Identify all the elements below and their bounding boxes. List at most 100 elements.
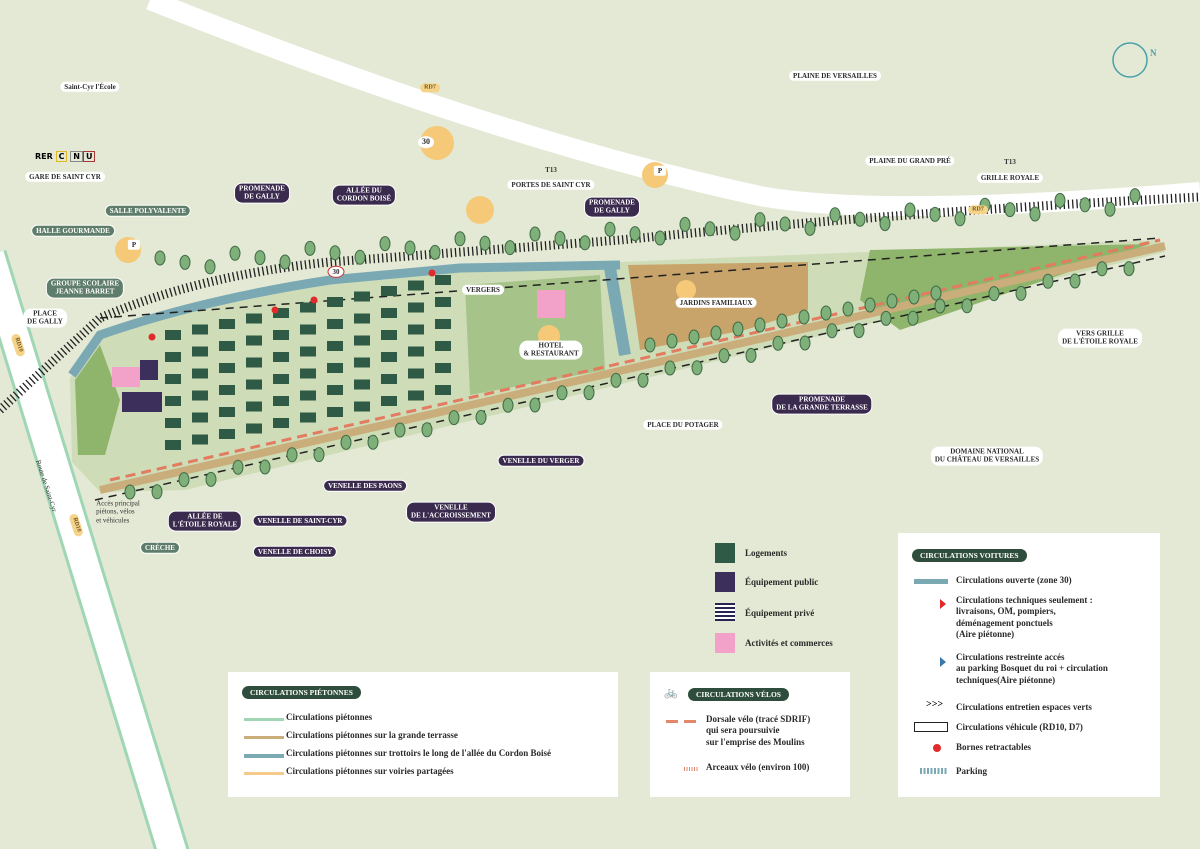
legend-title: CIRCULATIONS VOITURES	[912, 549, 1027, 562]
legend-label: Logements	[745, 548, 787, 558]
tree-icon	[205, 471, 217, 487]
housing-block	[381, 374, 397, 384]
tree-icon	[502, 397, 514, 413]
label-hotel-restaurant: HOTEL & RESTAURANT	[519, 340, 583, 360]
housing-block	[327, 297, 343, 307]
tree-icon	[688, 329, 700, 345]
label-creche: CRÈCHE	[140, 541, 180, 555]
housing-block	[246, 313, 262, 324]
housing-block	[327, 407, 343, 417]
tree-icon	[842, 301, 854, 317]
housing-block	[300, 324, 316, 335]
grande-terrasse-path	[99, 242, 1166, 494]
tree-icon	[754, 317, 766, 333]
housing-block	[192, 324, 208, 335]
label-promenade-gally: PROMENADE DE GALLY	[234, 182, 290, 204]
halle-gourmande-building	[112, 367, 140, 387]
tree-icon	[379, 236, 391, 252]
chevrons-icon: >>>	[926, 699, 944, 710]
legend-label: Circulations piétonnes sur voiries parta…	[286, 766, 454, 776]
tree-icon	[421, 422, 433, 438]
housing-block	[246, 335, 262, 346]
housing-block	[219, 341, 235, 351]
swatch-equipement-prive	[715, 603, 735, 621]
legend-pietons: CIRCULATIONS PIÉTONNES Circulations piét…	[228, 672, 618, 797]
legend-label: Équipement privé	[745, 608, 815, 618]
housing-block	[246, 379, 262, 390]
line-u-badge: U	[82, 151, 96, 162]
legend-label: Arceaux vélo (environ 100)	[706, 762, 810, 772]
tree-icon	[829, 207, 841, 223]
tree-icon	[691, 360, 703, 376]
zone-30-icon	[420, 126, 454, 160]
legend-voitures: CIRCULATIONS VOITURES Circulations ouver…	[898, 533, 1160, 797]
housing-block	[165, 396, 181, 406]
legend-label: Circulations piétonnes sur la grande ter…	[286, 730, 458, 740]
tree-icon	[429, 244, 441, 260]
tree-icon	[776, 313, 788, 329]
tree-icon	[799, 335, 811, 351]
legend-label: Parking	[956, 766, 988, 776]
housing-block	[354, 335, 370, 346]
tree-icon	[475, 409, 487, 425]
tree-icon	[254, 250, 266, 266]
label-vers-grille: VERS GRILLE DE L'ÉTOILE ROYALE	[1058, 328, 1142, 348]
tree-icon	[929, 206, 941, 222]
label-jardins-familiaux: JARDINS FAMILIAUX	[675, 297, 757, 309]
tree-icon	[204, 259, 216, 275]
label-groupe-scolaire: GROUPE SCOLAIRE JEANNE BARRET	[45, 277, 125, 299]
housing-block	[192, 368, 208, 379]
swatch	[244, 772, 284, 775]
tree-icon	[367, 434, 379, 450]
speed-30-sign: 30	[327, 265, 345, 279]
housing-block	[327, 385, 343, 395]
tree-icon	[610, 372, 622, 388]
label-venelle-accroissement: VENELLE DE L'ACCROISSEMENT	[406, 501, 496, 523]
tree-icon	[259, 459, 271, 475]
housing-block	[354, 401, 370, 412]
place-gally-lawn	[75, 345, 120, 455]
tree-icon	[279, 254, 291, 270]
housing-block	[354, 379, 370, 390]
housing-block	[435, 363, 451, 373]
housing-block	[273, 330, 289, 340]
tree-icon	[394, 422, 406, 438]
housing-block	[327, 363, 343, 373]
housing-block	[408, 302, 424, 313]
housing-block	[327, 341, 343, 351]
tree-icon	[304, 240, 316, 256]
tree-icon	[1054, 192, 1066, 208]
legend-label: Dorsale vélo (tracé SDRIF) qui sera pour…	[706, 714, 811, 747]
tree-icon	[637, 372, 649, 388]
tree-icon	[826, 323, 838, 339]
tree-icon	[1104, 201, 1116, 217]
label-venelle-verger: VENELLE DU VERGER	[497, 454, 585, 468]
blue-arrow-icon	[940, 657, 946, 667]
housing-block	[192, 434, 208, 445]
housing-block	[381, 330, 397, 340]
tree-icon	[154, 250, 166, 266]
tree-icon	[1079, 197, 1091, 213]
tree-icon	[529, 226, 541, 242]
housing-block	[435, 385, 451, 395]
tree-icon	[1096, 261, 1108, 277]
housing-block	[300, 302, 316, 313]
tree-icon	[732, 321, 744, 337]
tree-icon	[604, 221, 616, 237]
allee-cordon-boise-road	[68, 260, 621, 378]
housing-block	[165, 418, 181, 428]
vehicle-boundary	[94, 255, 1166, 501]
swatch	[244, 736, 284, 739]
tree-icon	[629, 226, 641, 242]
label-place-gally: PLACE DE GALLY	[23, 308, 67, 328]
housing-blocks	[165, 275, 451, 450]
tree-icon	[354, 249, 366, 265]
housing-block	[219, 429, 235, 439]
label-domaine: DOMAINE NATIONAL DU CHÂTEAU DE VERSAILLE…	[930, 446, 1044, 466]
tree-icon	[704, 221, 716, 237]
compass-north: N	[1150, 48, 1157, 58]
tree-icon	[934, 298, 946, 314]
tree-icon	[1004, 202, 1016, 218]
tree-icon	[1029, 206, 1041, 222]
housing-block	[381, 352, 397, 362]
